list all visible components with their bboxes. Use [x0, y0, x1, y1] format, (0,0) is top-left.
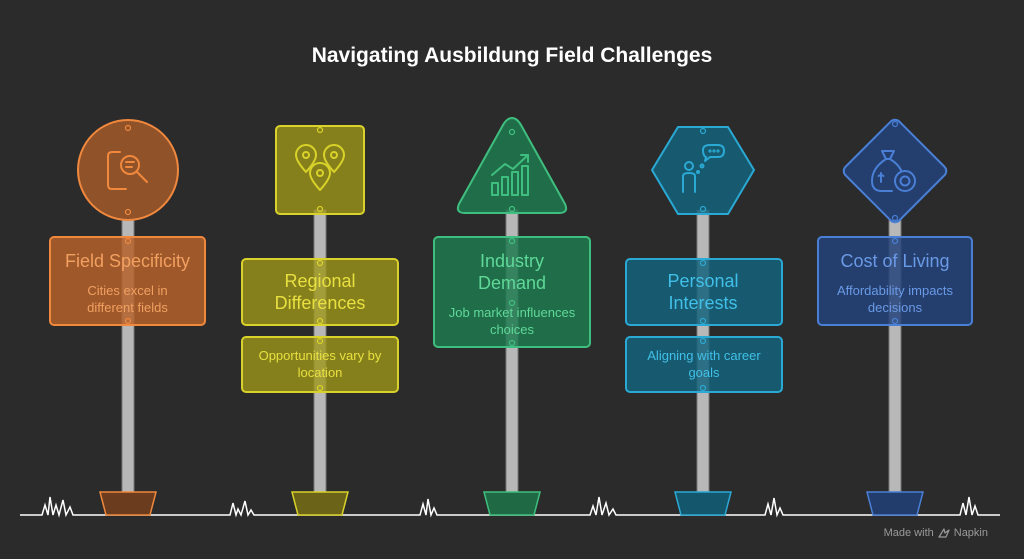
napkin-logo-icon [938, 528, 950, 538]
person-thought-icon [682, 144, 725, 193]
personal-interests-title: Personal Interests [667, 271, 739, 313]
diagram-title: Navigating Ausbildung Field Challenges [311, 44, 713, 67]
napkin-brand-text: Napkin [953, 527, 988, 539]
label-board-description [625, 336, 783, 393]
label-board-description [241, 336, 399, 393]
industry-demand-description: Job market influences choices [448, 305, 576, 337]
pole-base [483, 491, 541, 516]
label-board [817, 236, 973, 326]
sign-head [77, 119, 179, 221]
sign-regional-differences [241, 125, 399, 516]
pole-base [674, 491, 732, 516]
label-board [49, 236, 206, 326]
footer-credit: Made with Napkin [884, 527, 988, 539]
cost-of-living-description: Affordability impacts decisions [836, 283, 954, 315]
label-board-title [241, 258, 399, 326]
industry-demand-title: Industry Demand [477, 251, 547, 293]
label-board [433, 236, 591, 348]
field-specificity-description: Cities excel in different fields [87, 283, 168, 315]
sign-cost-of-living [817, 118, 973, 516]
label-board-title [625, 258, 783, 326]
regional-differences-description: Opportunities vary by location [258, 348, 382, 380]
sign-head [456, 116, 568, 214]
sign-head [842, 118, 948, 224]
sign-head [651, 126, 755, 215]
pole-base [866, 491, 924, 516]
made-with-text: Made with [883, 527, 934, 539]
field-specificity-title: Field Specificity [64, 251, 191, 271]
regional-differences-title: Regional Differences [274, 271, 366, 313]
sign-industry-demand [433, 116, 591, 516]
location-pins-icon [295, 144, 345, 191]
personal-interests-description: Aligning with career goals [647, 348, 761, 380]
pole-base [99, 491, 157, 516]
sign-personal-interests [625, 126, 783, 516]
pole-base [291, 491, 349, 516]
money-bag-icon [871, 150, 916, 192]
growth-chart-icon [491, 154, 529, 196]
cost-of-living-title: Cost of Living [840, 251, 950, 271]
document-search-icon [107, 151, 148, 190]
ground-line [20, 496, 1000, 518]
sign-field-specificity [49, 119, 206, 516]
